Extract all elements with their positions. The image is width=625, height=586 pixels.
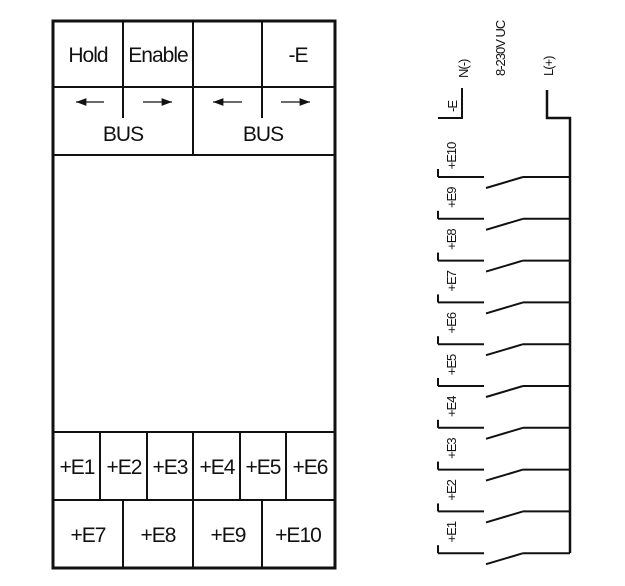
terminal-label: +E1 (444, 521, 459, 542)
switch-contact: +E10 (437, 142, 570, 189)
input-label: +E4 (200, 456, 236, 479)
input-label: +E10 (275, 524, 321, 547)
switch-contact: +E5 (437, 354, 570, 398)
input-label: +E3 (153, 456, 188, 479)
terminal-label: +E3 (444, 438, 459, 459)
input-label: +E2 (107, 456, 142, 479)
switch-contact: +E1 (437, 521, 570, 566)
terminal-label: +E10 (444, 142, 459, 169)
switch-contact: +E9 (437, 187, 570, 231)
input-label: +E1 (60, 456, 95, 479)
neutral-label: N(-) (456, 59, 471, 78)
bus-label-left: BUS (103, 123, 144, 146)
terminal-label: +E2 (444, 479, 459, 500)
supply-lines (438, 88, 572, 553)
enable-label: Enable (128, 44, 188, 67)
switch-contact: +E8 (437, 229, 570, 273)
line-label: L(+) (541, 56, 556, 76)
terminal-label: +E9 (444, 187, 459, 208)
switch-contact: +E4 (437, 396, 570, 440)
switch-contact: +E3 (437, 438, 570, 482)
input-label: +E6 (293, 456, 328, 479)
input-label: +E8 (141, 524, 176, 547)
switch-contact: +E2 (437, 479, 570, 524)
switch-contact: +E7 (437, 270, 570, 315)
input-switches: +E10 +E9 +E8 +E7 +E6 +E5 +E4 +E3 +E2 +E1 (437, 142, 570, 566)
minus-e-label: -E (289, 44, 309, 67)
terminal-label: +E6 (444, 312, 459, 333)
voltage-label: 8-230V UC (493, 20, 508, 76)
hold-label: Hold (68, 44, 108, 67)
common-label: -E (445, 100, 460, 112)
input-label: +E9 (211, 524, 246, 547)
switch-contact: +E6 (437, 312, 570, 357)
terminal-label: +E7 (444, 270, 459, 291)
input-label: +E5 (246, 456, 281, 479)
module-housing (51, 19, 337, 570)
terminal-label: +E5 (444, 354, 459, 375)
terminal-label: +E8 (444, 229, 459, 250)
bus-label-right: BUS (243, 123, 284, 146)
input-label: +E7 (71, 524, 106, 547)
terminal-label: +E4 (444, 396, 459, 417)
